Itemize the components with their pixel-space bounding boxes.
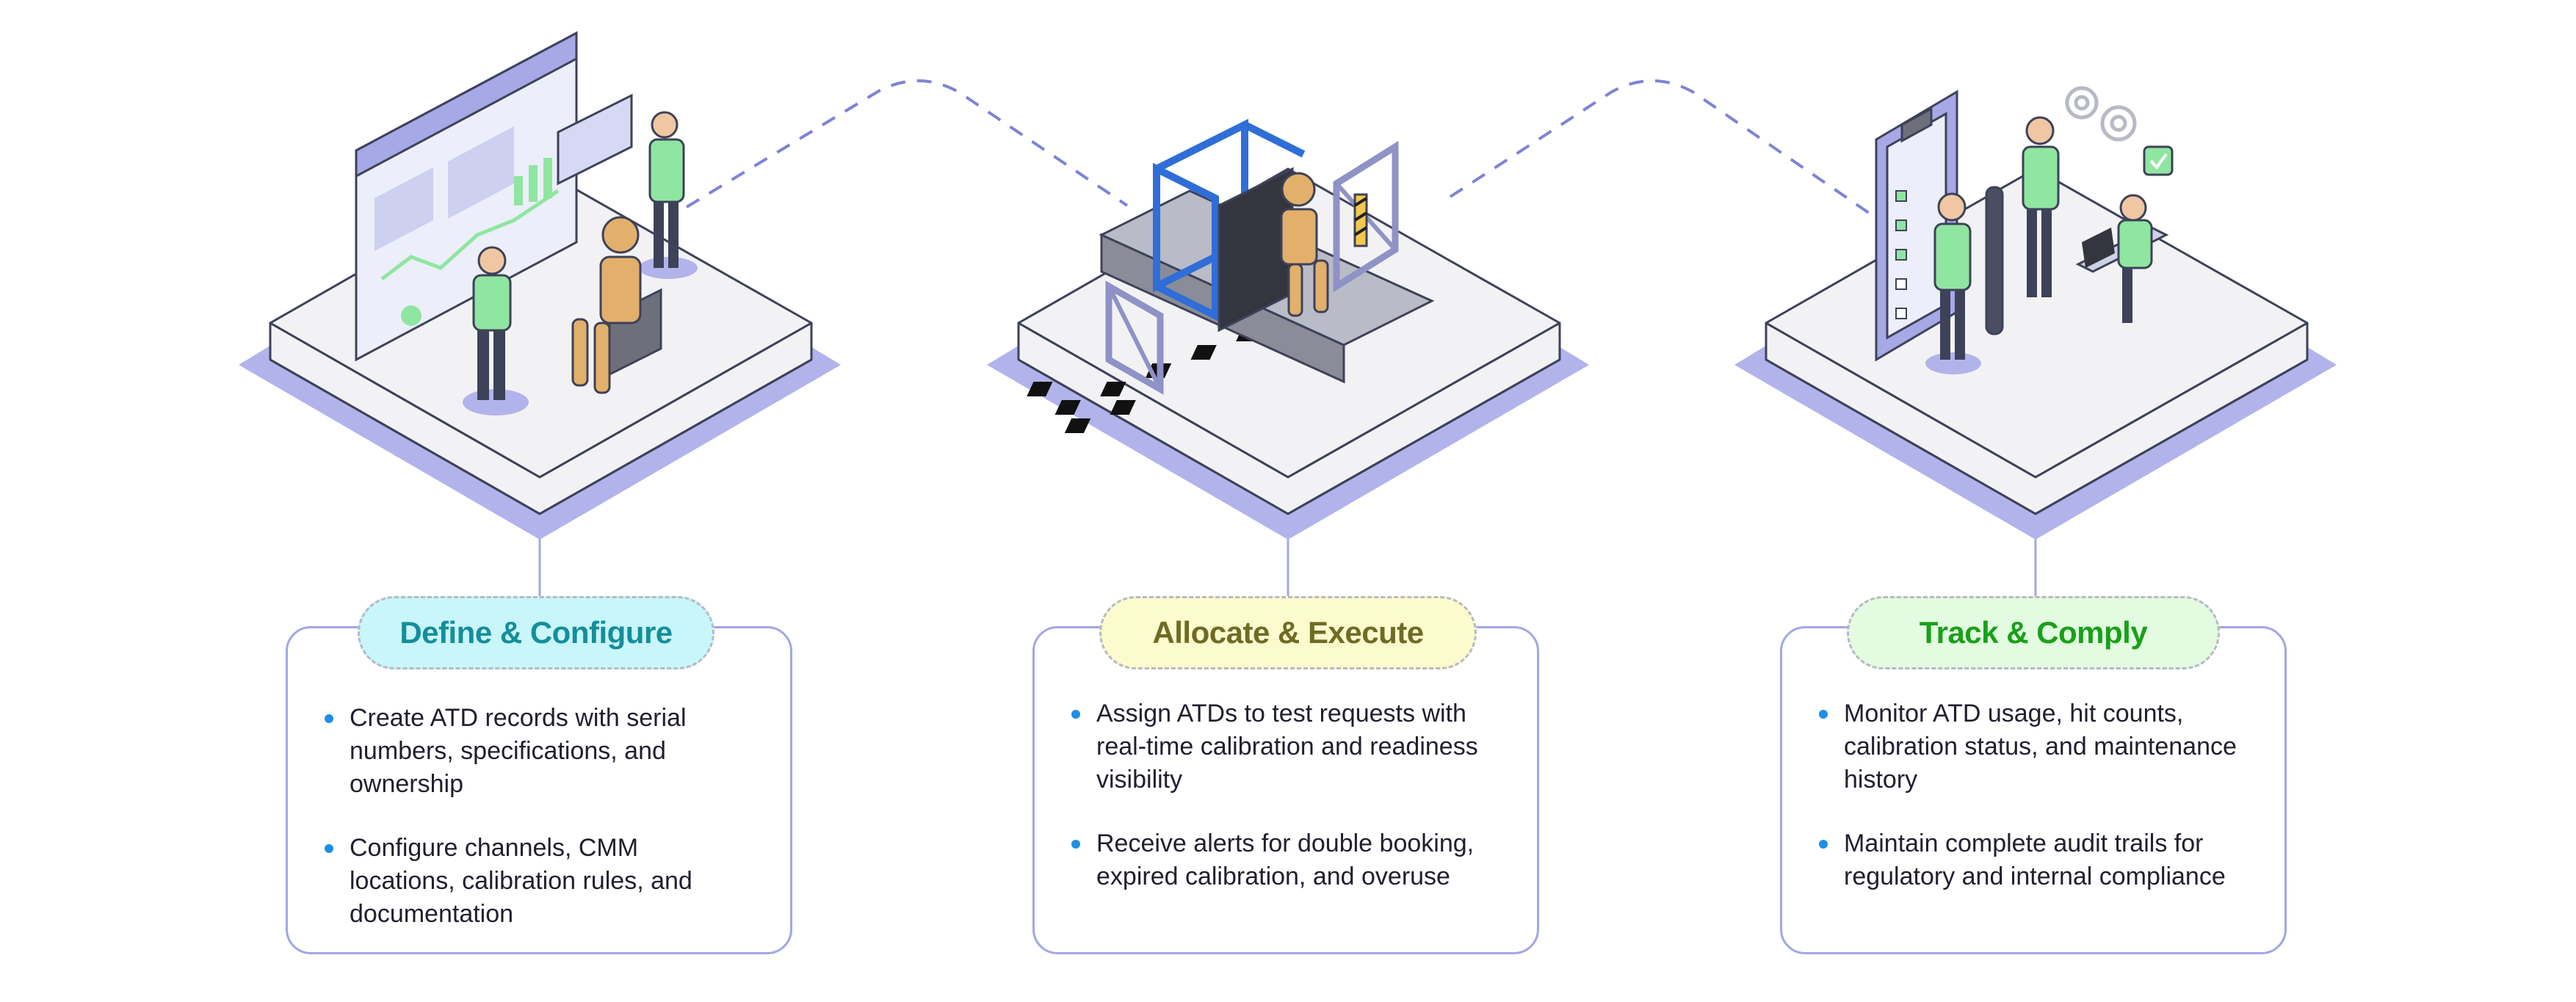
crash-test-dummy-icon bbox=[571, 216, 662, 394]
stage-title-track: Track & Comply bbox=[1847, 596, 2220, 669]
stage-bullet: Configure channels, CMM locations, calib… bbox=[325, 832, 746, 931]
analyst-seated-figure bbox=[2075, 194, 2169, 323]
gear-icon bbox=[2065, 86, 2137, 142]
test-sled-rig-icon bbox=[1099, 118, 1435, 395]
stage-bullet-list: Create ATD records with serial numbers, … bbox=[325, 702, 746, 962]
auditor-figure-woman bbox=[1925, 192, 1981, 374]
stage-title-define: Define & Configure bbox=[358, 596, 714, 669]
platform-allocate bbox=[987, 118, 1589, 540]
stage-bullet: Receive alerts for double booking, expir… bbox=[1071, 827, 1493, 893]
stage-bullet: Assign ATDs to test requests with real-t… bbox=[1071, 697, 1493, 796]
dashed-connector-1 bbox=[685, 79, 1129, 208]
platform-track bbox=[1734, 86, 2337, 540]
platform-define bbox=[239, 31, 841, 540]
stage-card-allocate: Assign ATDs to test requests with real-t… bbox=[1032, 626, 1539, 954]
stage-bullet: Monitor ATD usage, hit counts, calibrati… bbox=[1819, 697, 2240, 796]
stage-bullet-list: Monitor ATD usage, hit counts, calibrati… bbox=[1819, 697, 2240, 924]
checkmark-badge-icon bbox=[2143, 145, 2174, 176]
checklist-clipboard-icon bbox=[1875, 90, 2004, 362]
stage-title-allocate: Allocate & Execute bbox=[1099, 596, 1477, 669]
auditor-figure-man bbox=[2022, 116, 2060, 297]
analyst-figure-left bbox=[463, 246, 529, 415]
analytics-dashboard-icon bbox=[355, 31, 578, 362]
stage-card-define: Create ATD records with serial numbers, … bbox=[286, 626, 792, 954]
stage-bullet-list: Assign ATDs to test requests with real-t… bbox=[1071, 697, 1493, 924]
analyst-figure-right bbox=[639, 111, 698, 279]
stage-bullet: Create ATD records with serial numbers, … bbox=[325, 702, 746, 801]
dashed-connector-2 bbox=[1449, 79, 1870, 214]
crash-test-dummy-icon bbox=[1280, 172, 1329, 317]
stage-bullet: Maintain complete audit trails for regul… bbox=[1819, 827, 2240, 893]
stage-card-track: Monitor ATD usage, hit counts, calibrati… bbox=[1780, 626, 2287, 954]
